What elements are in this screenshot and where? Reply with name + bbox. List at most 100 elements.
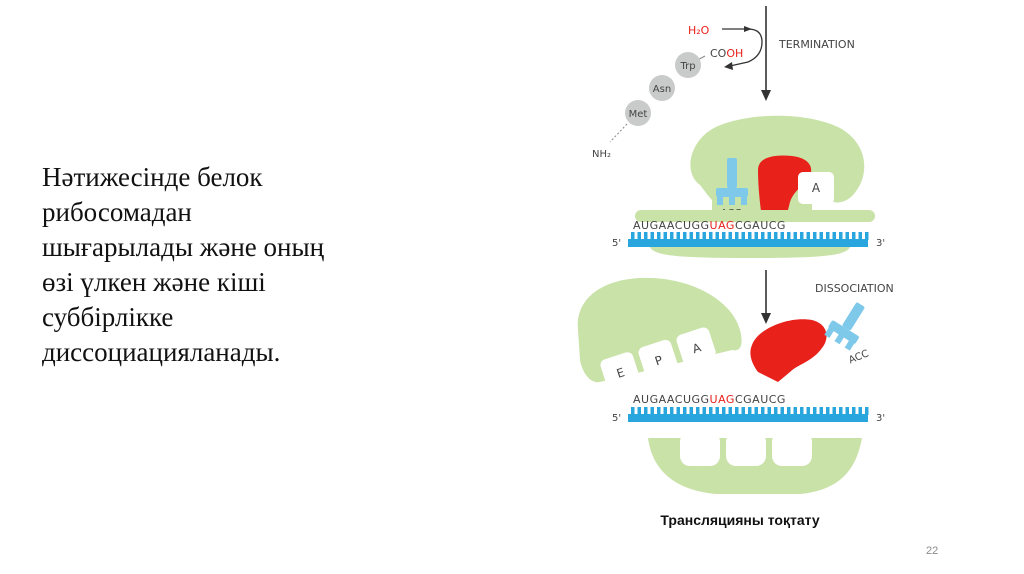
mrna-base (826, 407, 830, 415)
mrna-backbone (628, 414, 868, 422)
mrna-base (631, 407, 635, 415)
mrna-strand (631, 232, 869, 240)
mrna-backbone (628, 239, 868, 247)
diagram-caption: Трансляцияны тоқтату (660, 512, 820, 528)
mrna-base (754, 232, 758, 240)
mrna-base (741, 232, 745, 240)
mrna-base (657, 232, 661, 240)
body-text: Нәтижесінде белок рибосомадан шығарылады… (42, 160, 462, 370)
dissociation-label: DISSOCIATION (815, 282, 894, 295)
mrna-base (865, 407, 869, 415)
mrna-base (696, 232, 700, 240)
mrna-strand (631, 407, 869, 415)
mrna-base (683, 232, 687, 240)
site-a-label: A (812, 181, 821, 195)
mrna-base (722, 232, 726, 240)
water-in-arrow (722, 28, 763, 67)
body-line: суббірлікке (42, 302, 174, 332)
three-prime-label: 3' (876, 238, 885, 249)
amino-acid-asn (649, 75, 675, 101)
mrna-base (774, 232, 778, 240)
site-a-box (798, 172, 834, 204)
mrna-base (780, 232, 784, 240)
mrna-base (858, 232, 862, 240)
released-trna (824, 302, 865, 351)
trna-leg (741, 195, 747, 205)
mrna-base (728, 407, 732, 415)
mrna-base (663, 407, 667, 415)
mrna-base (845, 232, 849, 240)
mrna-base (663, 232, 667, 240)
body-line: Нәтижесінде белок (42, 162, 263, 192)
mrna-base (735, 232, 739, 240)
amino-acid-label: Met (629, 109, 648, 120)
mrna-base (793, 407, 797, 415)
mrna-sequence: AUGAACUGGUAGCGAUCG (633, 219, 786, 232)
page-number: 22 (926, 545, 939, 557)
mrna-base (806, 407, 810, 415)
mrna-base (793, 232, 797, 240)
mrna-base (657, 407, 661, 415)
mrna-base (670, 232, 674, 240)
mrna-base (715, 407, 719, 415)
mrna-base (787, 232, 791, 240)
arrowhead-icon (761, 313, 771, 324)
trna-stem (842, 302, 865, 331)
mrna-base (728, 232, 732, 240)
body-line: диссоциацияланады. (42, 337, 281, 367)
termination-label: TERMINATION (778, 38, 855, 51)
mrna-base (676, 232, 680, 240)
trna-leg (844, 339, 856, 351)
release-factor (750, 319, 827, 382)
site-p-box (638, 339, 678, 378)
mrna-base (832, 232, 836, 240)
termination-diagram: TERMINATION H₂O COOH Trp Asn Met NH₂ ACC… (577, 6, 894, 494)
mrna-base (865, 232, 869, 240)
mrna-base (806, 232, 810, 240)
mrna-base (650, 232, 654, 240)
mrna-base (761, 407, 765, 415)
mrna-base (780, 407, 784, 415)
mrna-base (800, 407, 804, 415)
mrna-base (670, 407, 674, 415)
mrna-base (774, 407, 778, 415)
arrowhead-icon (761, 90, 771, 101)
five-prime-label: 5' (612, 238, 621, 249)
trna-leg (834, 332, 845, 345)
mrna-base (702, 407, 706, 415)
mrna-base (650, 407, 654, 415)
mrna-base (754, 407, 758, 415)
mrna-base (761, 232, 765, 240)
mrna-base (813, 232, 817, 240)
site-p-label: P (653, 353, 664, 369)
trna-arm (716, 188, 748, 197)
mrna-base (748, 407, 752, 415)
mrna-base (696, 407, 700, 415)
mrna-base (676, 407, 680, 415)
body-line: өзі үлкен және кіші (42, 267, 266, 297)
mrna-base (813, 407, 817, 415)
cooh-label: COOH (710, 47, 743, 60)
small-subunit-pocket (772, 432, 812, 466)
mrna-base (845, 407, 849, 415)
arrowhead-icon (724, 62, 733, 70)
mrna-base (839, 232, 843, 240)
trna-stem (727, 158, 737, 188)
small-subunit-pocket (680, 432, 720, 466)
mrna-base (839, 407, 843, 415)
mrna-base (800, 232, 804, 240)
mrna-base (644, 407, 648, 415)
amino-acid-label: Trp (679, 61, 695, 72)
five-prime-label: 5' (612, 413, 621, 424)
anticodon-label: ACC (847, 348, 870, 366)
mrna-base (709, 232, 713, 240)
body-line: рибосомадан (42, 197, 192, 227)
small-subunit (650, 247, 850, 258)
three-prime-label: 3' (876, 413, 885, 424)
mrna-base (644, 232, 648, 240)
mrna-base (787, 407, 791, 415)
mrna-base (637, 407, 641, 415)
site-e-label: E (615, 365, 627, 381)
trna-leg (729, 195, 735, 205)
mrna-base (631, 232, 635, 240)
